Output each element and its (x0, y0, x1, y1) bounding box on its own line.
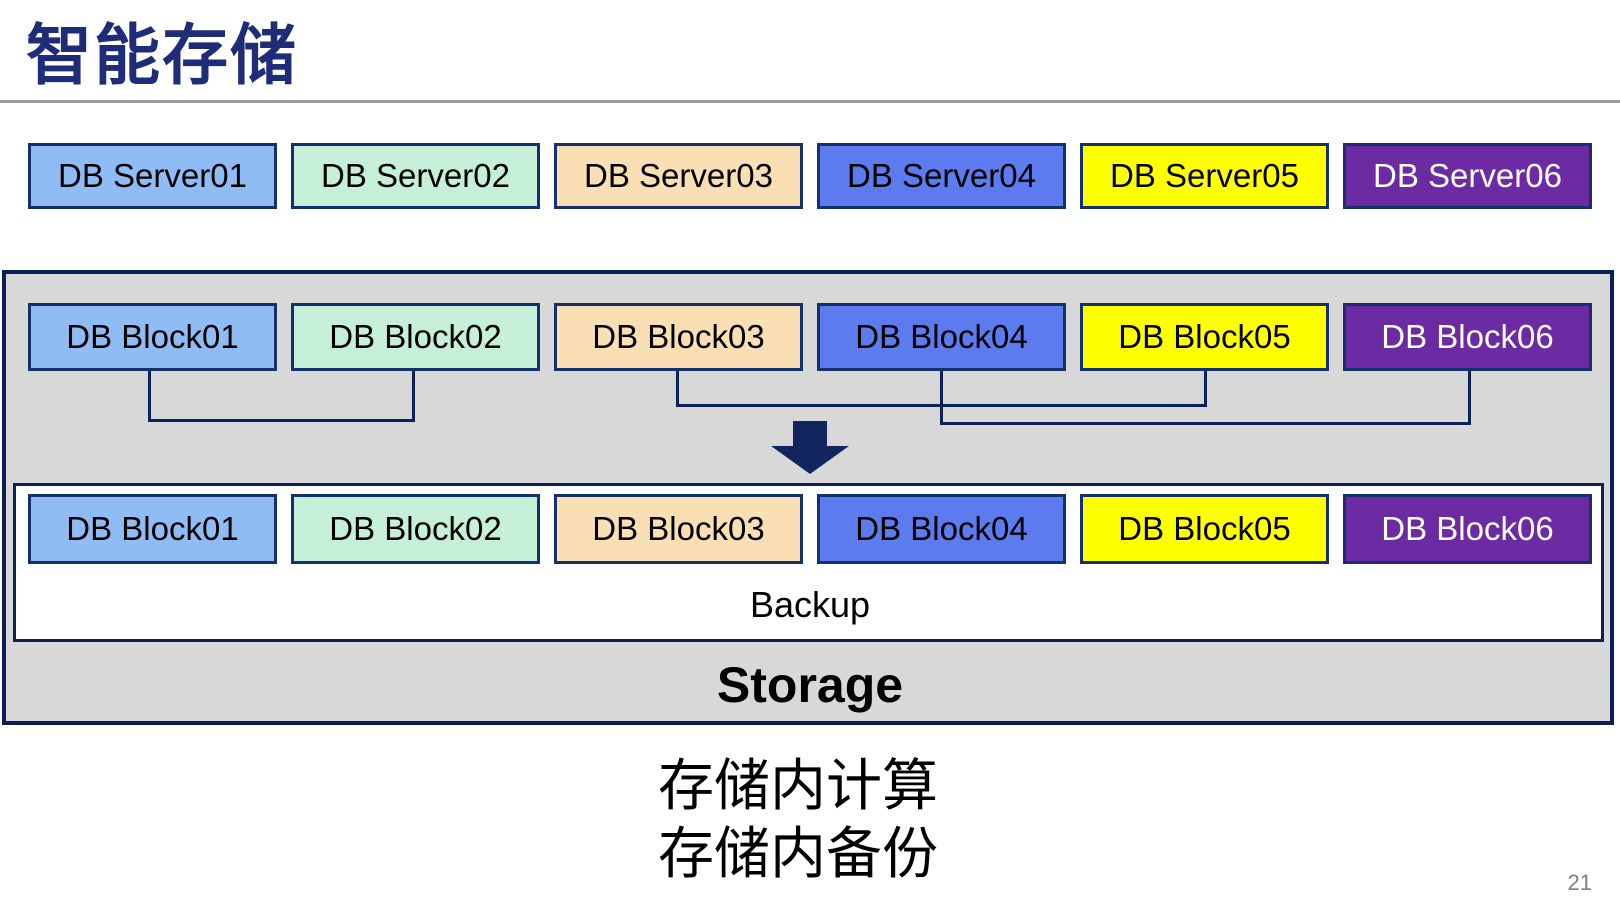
connector-line (1468, 371, 1471, 425)
page-number: 21 (1567, 870, 1592, 895)
connector-line (940, 371, 943, 425)
db-block-box: DB Block04 (817, 494, 1066, 564)
db-block-row-top: DB Block01 DB Block02 DB Block03 DB Bloc… (28, 303, 1592, 371)
db-block-box: DB Block05 (1080, 303, 1329, 371)
db-block-box: DB Block01 (28, 303, 277, 371)
connector-line (148, 371, 151, 422)
db-block-box: DB Block03 (554, 494, 803, 564)
db-server-box: DB Server02 (291, 143, 540, 209)
connector-line (148, 419, 415, 422)
db-server-box: DB Server01 (28, 143, 277, 209)
down-arrow-icon (771, 446, 849, 474)
caption-line: 存储内备份 (658, 822, 938, 885)
connector-line (676, 371, 679, 407)
connector-line (940, 422, 1471, 425)
db-block-box: DB Block06 (1343, 303, 1592, 371)
title-divider (0, 100, 1620, 103)
db-server-box: DB Server03 (554, 143, 803, 209)
down-arrow-icon (793, 421, 827, 447)
db-block-box: DB Block04 (817, 303, 1066, 371)
caption: 存储内计算 存储内备份 (658, 752, 938, 888)
db-server-box: DB Server06 (1343, 143, 1592, 209)
db-block-box: DB Block02 (291, 303, 540, 371)
db-block-box: DB Block05 (1080, 494, 1329, 564)
slide-title: 智能存储 (26, 18, 298, 92)
db-block-box: DB Block02 (291, 494, 540, 564)
db-block-box: DB Block03 (554, 303, 803, 371)
caption-line: 存储内计算 (658, 754, 938, 817)
db-block-box: DB Block01 (28, 494, 277, 564)
db-block-row-bottom: DB Block01 DB Block02 DB Block03 DB Bloc… (28, 494, 1592, 564)
db-block-box: DB Block06 (1343, 494, 1592, 564)
backup-label: Backup (749, 584, 871, 625)
connector-line (1204, 371, 1207, 407)
db-server-box: DB Server04 (817, 143, 1066, 209)
backup-box (13, 483, 1604, 642)
db-server-box: DB Server05 (1080, 143, 1329, 209)
db-server-row: DB Server01 DB Server02 DB Server03 DB S… (28, 143, 1592, 209)
connector-line (412, 371, 415, 422)
storage-label: Storage (716, 657, 904, 713)
